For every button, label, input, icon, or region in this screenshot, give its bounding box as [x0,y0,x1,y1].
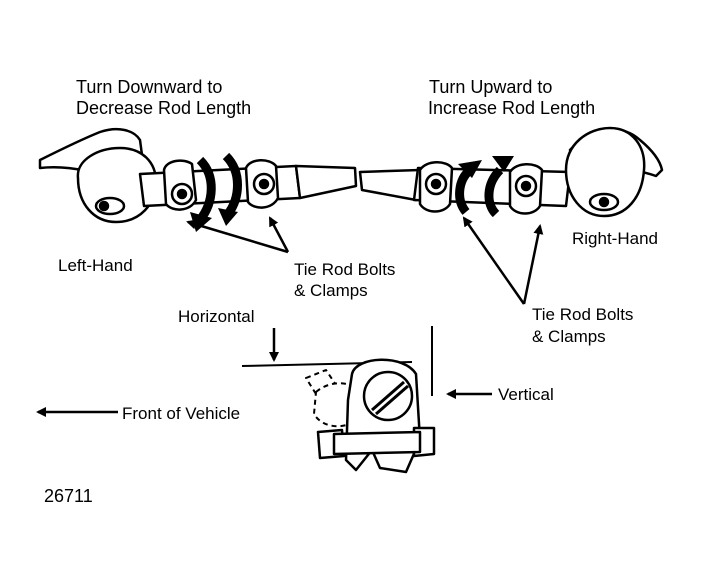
front-of-vehicle-label: Front of Vehicle [122,404,241,423]
tie-rod-bolts-right-1: Tie Rod Bolts [532,305,634,324]
tie-rod-bolts-right-2: & Clamps [532,327,606,346]
left-rotation-arrows [196,152,242,223]
right-tie-rod-assembly [358,126,664,218]
figure-id: 26711 [44,486,93,506]
vertical-label: Vertical [498,385,554,404]
right-hand-label: Right-Hand [572,229,658,248]
leader-lines [186,216,544,305]
horizontal-label: Horizontal [178,307,255,326]
turn-upward-label-1: Turn Upward to [429,77,553,97]
turn-downward-label-1: Turn Downward to [76,77,223,97]
tie-rod-bolts-left-2: & Clamps [294,281,368,300]
turn-downward-label-2: Decrease Rod Length [76,98,252,118]
tie-rod-bolts-left-1: Tie Rod Bolts [294,260,396,279]
clamp-detail [241,326,436,474]
left-tie-rod-assembly [38,128,358,224]
turn-upward-label-2: Increase Rod Length [428,98,596,118]
left-hand-label: Left-Hand [58,256,133,275]
